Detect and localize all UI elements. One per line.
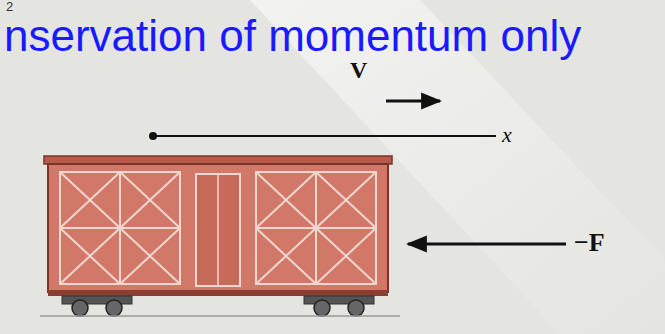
slide-title: nservation of momentum only: [4, 14, 581, 58]
axis-label: x: [502, 124, 512, 146]
force-label: −F: [574, 230, 605, 256]
velocity-arrow: [386, 100, 440, 103]
force-arrow: [408, 243, 566, 246]
boxcar: [40, 156, 400, 316]
velocity-label: V: [350, 58, 367, 82]
subscript-number: 2: [6, 0, 13, 13]
x-axis: [153, 135, 496, 137]
